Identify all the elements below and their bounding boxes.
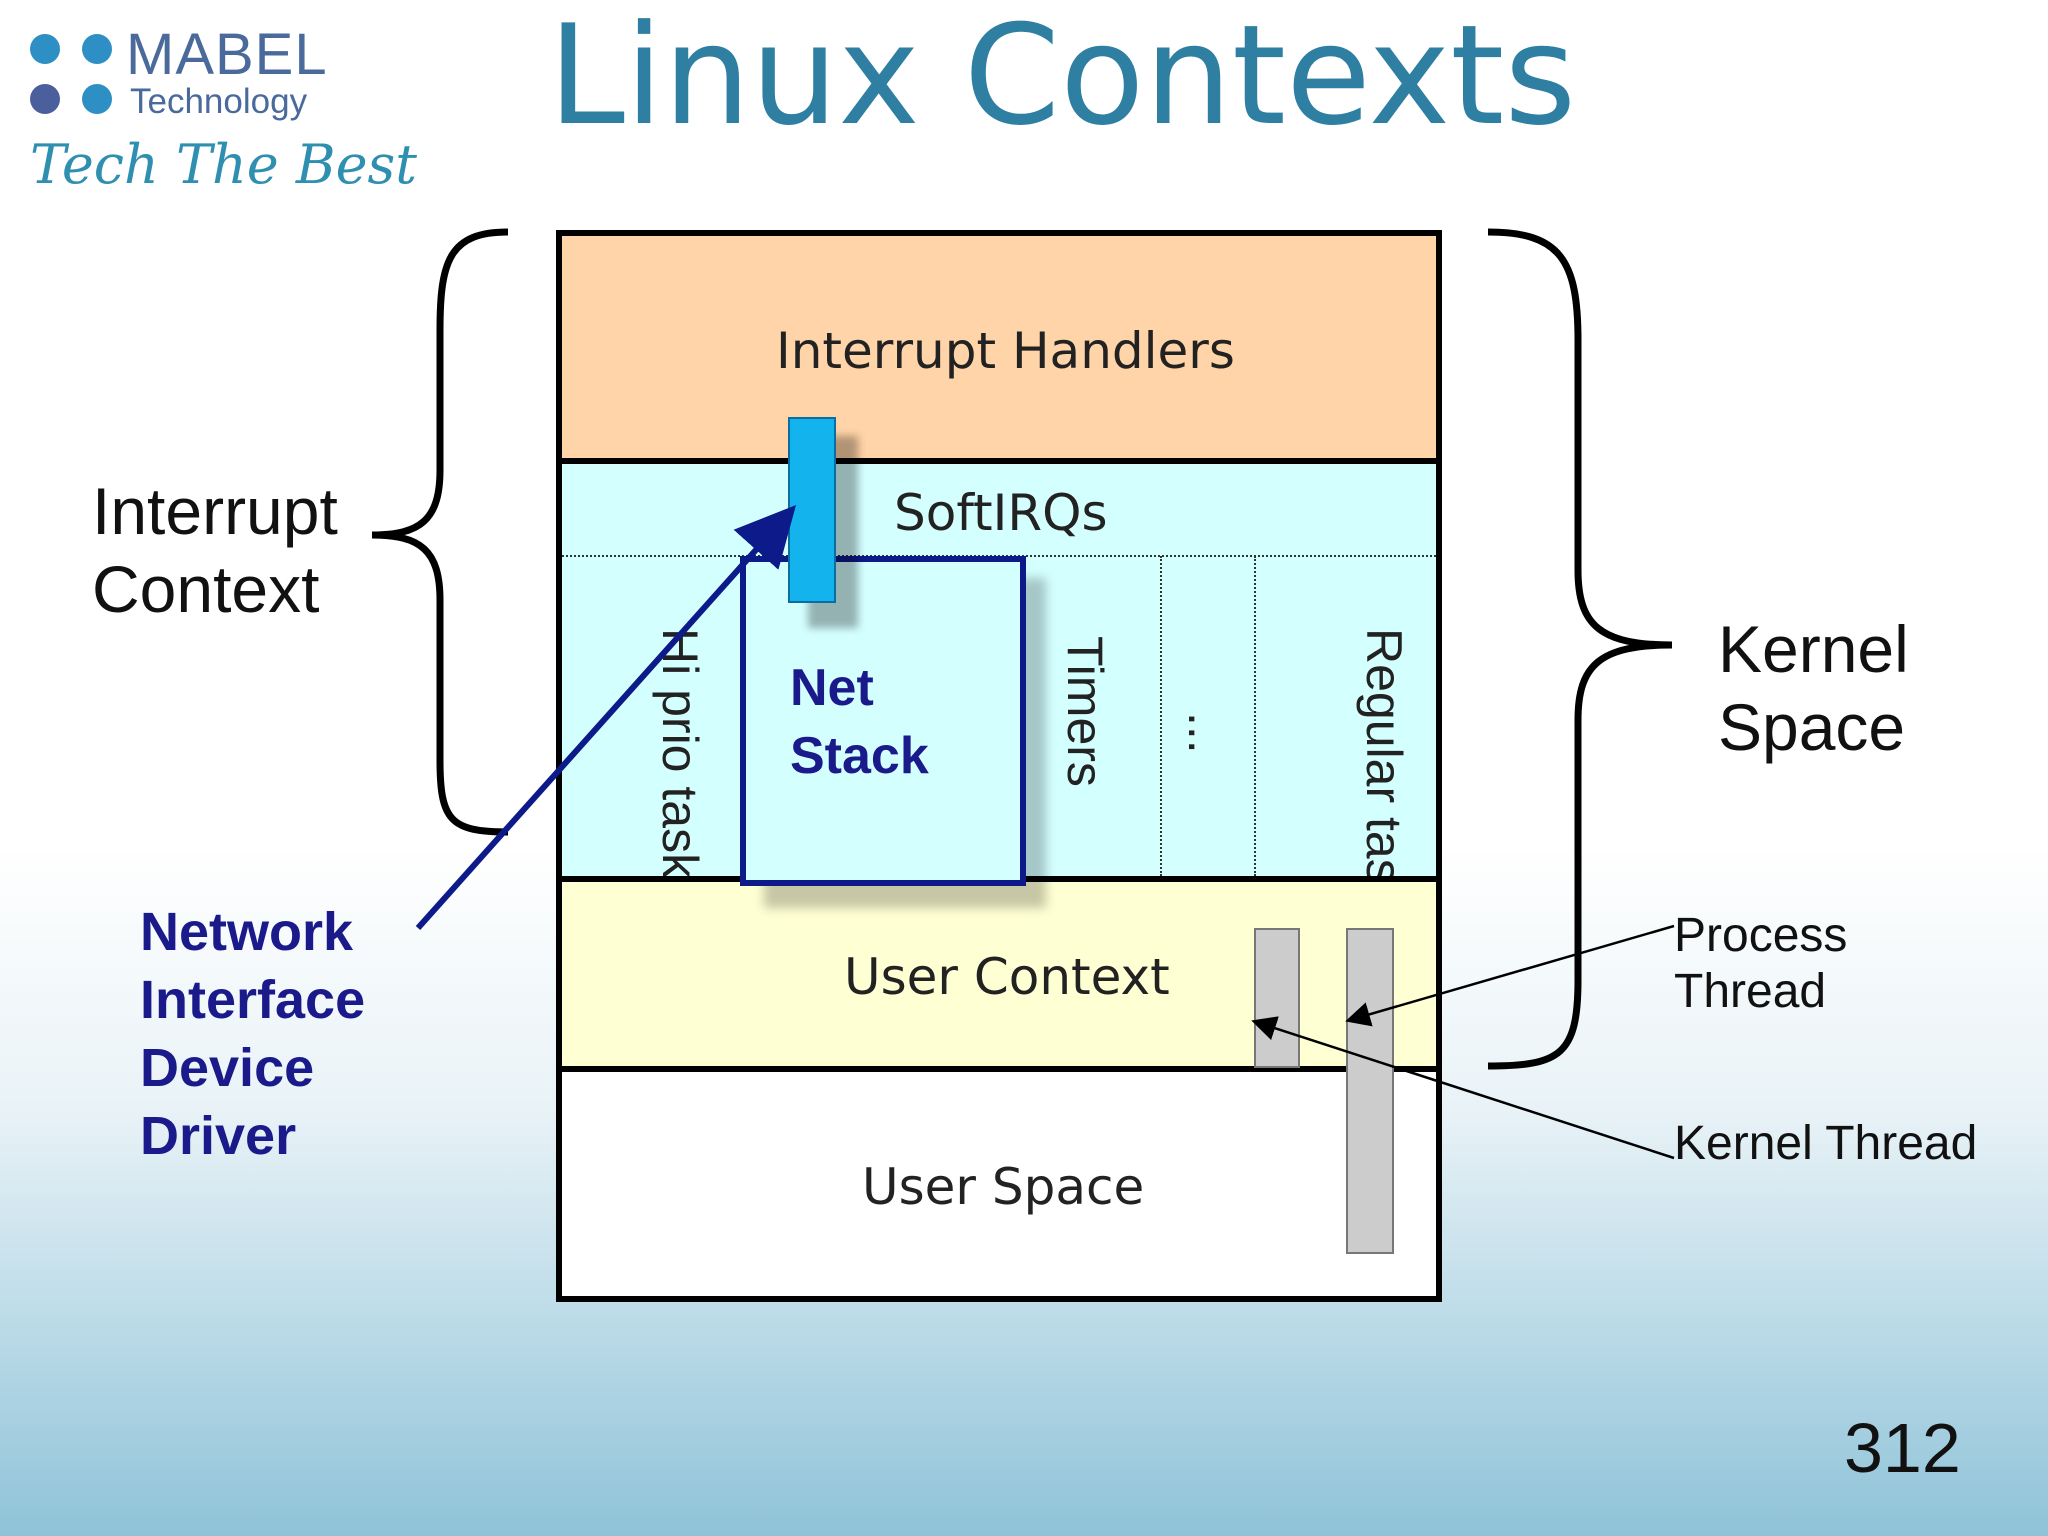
process-thread-bar	[1346, 928, 1394, 1254]
kernel-thread-arrow	[1251, 1016, 1675, 1160]
net-stack-label: Net Stack	[790, 659, 929, 785]
softirqs-label: SoftIRQs	[894, 484, 1108, 542]
user-space-layer	[556, 1066, 1442, 1302]
user-space-label: User Space	[862, 1158, 1145, 1216]
driver-arrow	[415, 505, 796, 930]
process-thread-arrow	[1345, 924, 1675, 1027]
right-brace-icon	[1487, 228, 1673, 1070]
logo-name: MABEL	[126, 22, 328, 87]
interrupt-context-label: Interrupt Context	[92, 474, 338, 626]
logo-dot	[30, 34, 60, 64]
kernel-thread-label: Kernel Thread	[1674, 1117, 1978, 1170]
softirq-divider	[1160, 556, 1162, 876]
logo-sub: Technology	[130, 82, 308, 121]
interrupt-handlers-label: Interrupt Handlers	[776, 322, 1235, 380]
driver-label: Network Interface Device Driver	[140, 902, 366, 1166]
logo-dot	[30, 84, 60, 114]
kernel-space-label: Kernel Space	[1718, 612, 1909, 764]
slide-title: Linux Contexts	[548, 0, 1577, 156]
net-stack-box	[740, 556, 1026, 886]
logo-dot	[82, 84, 112, 114]
timers-label: Timers	[1057, 636, 1113, 787]
softirq-divider	[1254, 556, 1256, 876]
interrupt-handlers-layer	[556, 230, 1442, 464]
logo-tagline: Tech The Best	[30, 133, 417, 196]
ellipsis-label: ...	[1178, 712, 1234, 754]
page-number: 312	[1844, 1409, 1961, 1487]
left-brace-icon	[371, 228, 509, 836]
process-thread-label: Process Thread	[1674, 909, 1848, 1018]
logo-dot	[82, 34, 112, 64]
kernel-thread-bar	[1254, 928, 1300, 1068]
user-context-label: User Context	[844, 948, 1170, 1006]
